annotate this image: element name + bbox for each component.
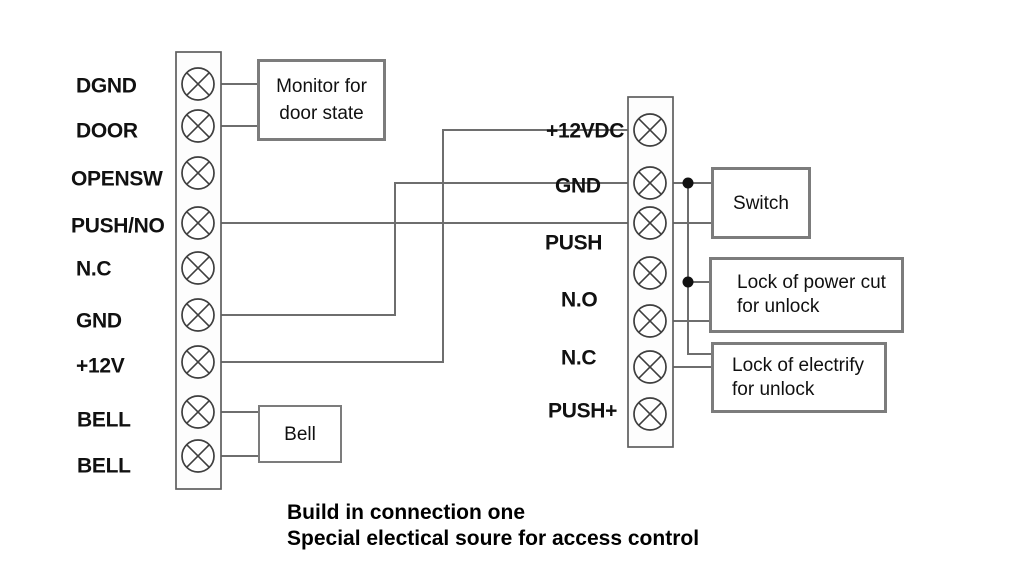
wire-lock-bus [687, 183, 711, 355]
junction-dot-gnd [682, 177, 694, 189]
terminal-icon [633, 206, 667, 240]
callout-switch-label: Switch [733, 192, 789, 214]
terminal-label-bell1: BELL [77, 408, 131, 432]
wire-12v-to-12vdc [214, 129, 649, 363]
terminal-label-nc-right: N.C [561, 346, 597, 370]
terminal-icon [181, 345, 215, 379]
terminal-icon [181, 67, 215, 101]
terminal-label-door: DOOR [76, 119, 138, 143]
terminal-label-dgnd: DGND [76, 74, 137, 98]
caption-line1: Build in connection one [287, 501, 525, 524]
callout-bell: Bell [258, 405, 342, 463]
terminal-label-12vdc: +12VDC [546, 119, 625, 143]
terminal-icon [181, 206, 215, 240]
terminal-label-pushplus: PUSH+ [548, 399, 618, 423]
terminal-label-bell2: BELL [77, 454, 131, 478]
callout-lock-power-cut-line1: Lock of power cut [737, 272, 886, 293]
callout-monitor-door-state: Monitor for door state [257, 59, 386, 141]
callout-lock-electrify-line1: Lock of electrify [732, 354, 864, 376]
terminal-contacts [181, 67, 667, 473]
callout-lock-power-cut-line2: for unlock [737, 296, 820, 317]
terminal-label-no: N.O [561, 288, 598, 312]
terminal-icon [633, 166, 667, 200]
terminal-icon [181, 395, 215, 429]
terminal-icon [633, 113, 667, 147]
wire-gnd-to-gnd-to-switch [214, 182, 711, 316]
terminal-icon [181, 439, 215, 473]
caption-line2: Special electical soure for access contr… [287, 527, 700, 550]
terminal-icon [181, 156, 215, 190]
callout-monitor-line2: door state [279, 103, 364, 124]
callout-monitor-line1: Monitor for [276, 76, 367, 97]
terminal-icon [181, 109, 215, 143]
terminal-icon [181, 298, 215, 332]
terminal-label-pushno: PUSH/NO [71, 214, 165, 238]
terminal-icon [633, 304, 667, 338]
callout-lock-electrify-line2: for unlock [732, 378, 815, 400]
callout-switch: Switch [711, 167, 811, 239]
terminal-label-push: PUSH [545, 231, 603, 255]
terminal-label-nc-left: N.C [76, 257, 112, 281]
terminal-icon [633, 350, 667, 384]
terminal-icon [181, 251, 215, 285]
terminal-label-gnd-left: GND [76, 309, 122, 333]
terminal-label-gnd-right: GND [555, 174, 601, 198]
callout-lock-electrify: Lock of electrify for unlock [711, 342, 887, 413]
terminal-icon [633, 256, 667, 290]
terminal-icon [633, 397, 667, 431]
terminal-label-opensw: OPENSW [71, 167, 163, 191]
diagram-caption: Build in connection one Special electica… [287, 500, 699, 552]
callout-lock-power-cut: Lock of power cut for unlock [709, 257, 904, 333]
callout-bell-label: Bell [284, 423, 316, 445]
terminal-label-12v: +12V [76, 354, 125, 378]
junction-dot-lock [682, 276, 694, 288]
